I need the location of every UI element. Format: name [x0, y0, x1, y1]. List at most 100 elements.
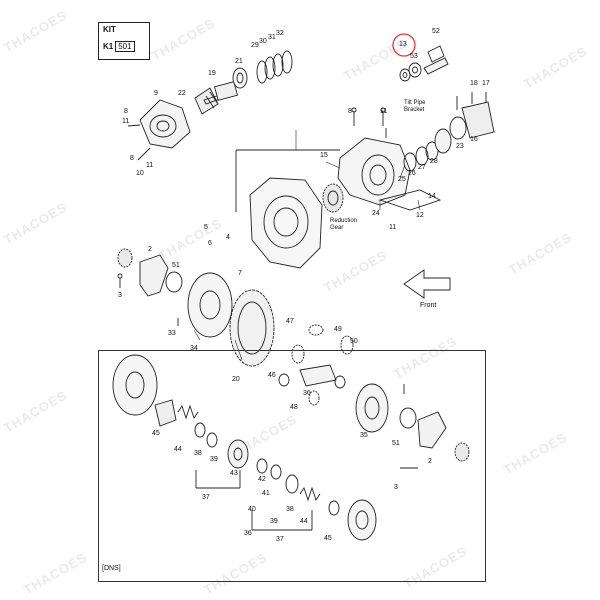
part-label: 3 — [118, 292, 122, 299]
part-label: 35 — [360, 432, 368, 439]
diff-case-34 — [177, 272, 233, 338]
note-tilt-pipe-line2: Bracket — [404, 107, 425, 113]
drive-pinion — [194, 81, 239, 115]
part-label: 50 — [350, 338, 358, 345]
part-label: 28 — [430, 158, 438, 165]
part-label: 19 — [208, 70, 216, 77]
part-label: 41 — [262, 490, 270, 497]
part-label: 9 — [154, 90, 158, 97]
part-label: 24 — [372, 210, 380, 217]
part-label: 12 — [416, 212, 424, 219]
part-label: 11 — [389, 224, 397, 231]
part-label: 38 — [194, 450, 202, 457]
part-label: 8 — [348, 108, 352, 115]
part-label: 47 — [286, 318, 294, 325]
part-label: 53 — [410, 53, 418, 60]
part-label: 17 — [482, 80, 490, 87]
dns-case-right — [347, 499, 377, 541]
part-label: 2 — [428, 458, 432, 465]
part-label: 37 — [202, 494, 210, 501]
carrier-housing — [235, 149, 340, 269]
left-side-bearing — [117, 248, 183, 297]
part-label: 32 — [276, 30, 284, 37]
part-label: 40 — [248, 506, 256, 513]
part-label: 14 — [428, 193, 436, 200]
part-label: 6 — [208, 240, 212, 247]
part-label: 43 — [230, 470, 238, 477]
ring-set — [403, 101, 495, 172]
leader-lines — [193, 130, 421, 361]
kit-row-label: K1 — [103, 42, 114, 51]
part-label: 4 — [226, 234, 230, 241]
part-label: 18 — [470, 80, 478, 87]
note-reduction-line1: Reduction — [330, 218, 358, 224]
spider-gears — [278, 324, 354, 406]
part-label: 46 — [268, 372, 276, 379]
highlight-marker — [392, 33, 416, 57]
ring-gear-20 — [229, 289, 275, 367]
part-label: 5 — [204, 224, 208, 231]
front-arrow — [403, 269, 451, 299]
reduction-gear — [322, 183, 344, 213]
part-label: 7 — [238, 270, 242, 277]
part-label: 8 — [124, 108, 128, 115]
note-tilt-pipe-line1: Tilt Pipe — [404, 100, 426, 106]
part-label: 26 — [408, 170, 416, 177]
part-label: 38 — [286, 506, 294, 513]
part-label: 30 — [259, 38, 267, 45]
part-label: 3 — [394, 484, 398, 491]
part-label: 11 — [380, 108, 388, 115]
dns-frame — [98, 350, 486, 582]
part-label: 22 — [178, 90, 186, 97]
part-label: 25 — [398, 176, 406, 183]
note-reduction-gear: Reduction Gear — [330, 218, 357, 232]
part-label: 11 — [122, 118, 130, 125]
part-label: 51 — [172, 262, 180, 269]
dns-clutch-43 — [227, 439, 299, 494]
part-label: 29 — [251, 42, 259, 49]
part-label: 11 — [146, 162, 154, 169]
part-label: 34 — [190, 345, 198, 352]
part-label: 36 — [303, 390, 311, 397]
part-label: 44 — [300, 518, 308, 525]
part-label: 42 — [258, 476, 266, 483]
dns-case-left — [112, 354, 177, 427]
part-label: 10 — [136, 170, 144, 177]
part-label: 23 — [456, 143, 464, 150]
bracket-37 — [195, 470, 313, 531]
shim-stack — [256, 50, 293, 84]
part-label: 2 — [148, 246, 152, 253]
part-label: 15 — [320, 152, 328, 159]
part-label: 20 — [232, 376, 240, 383]
kit-title: KIT — [103, 25, 116, 34]
bracket-housing — [337, 137, 442, 211]
pinion-cage — [127, 99, 191, 161]
part-label: 21 — [235, 58, 243, 65]
part-label: 44 — [174, 446, 182, 453]
part-label: 33 — [168, 330, 176, 337]
dns-spring-38 — [299, 486, 340, 516]
note-front: Front — [420, 302, 437, 309]
note-tilt-pipe-bracket: Tilt Pipe Bracket — [404, 100, 425, 114]
dns-spring-44 — [177, 404, 218, 448]
part-label: 51 — [392, 440, 400, 447]
kit-code: 501 — [115, 41, 135, 52]
part-label: 49 — [334, 326, 342, 333]
diff-case-35 — [355, 383, 470, 469]
part-label: 52 — [432, 28, 440, 35]
shaft-52 — [423, 45, 449, 75]
part-label: 37 — [276, 536, 284, 543]
note-reduction-line2: Gear — [330, 225, 344, 231]
part-label: 48 — [290, 404, 298, 411]
part-label: 27 — [418, 164, 426, 171]
bearing-21 — [232, 67, 248, 89]
part-label: 39 — [210, 456, 218, 463]
dns-label: [DNS] — [102, 565, 121, 572]
seal-13 — [399, 68, 411, 82]
part-label: 45 — [152, 430, 160, 437]
part-label: 36 — [244, 530, 252, 537]
